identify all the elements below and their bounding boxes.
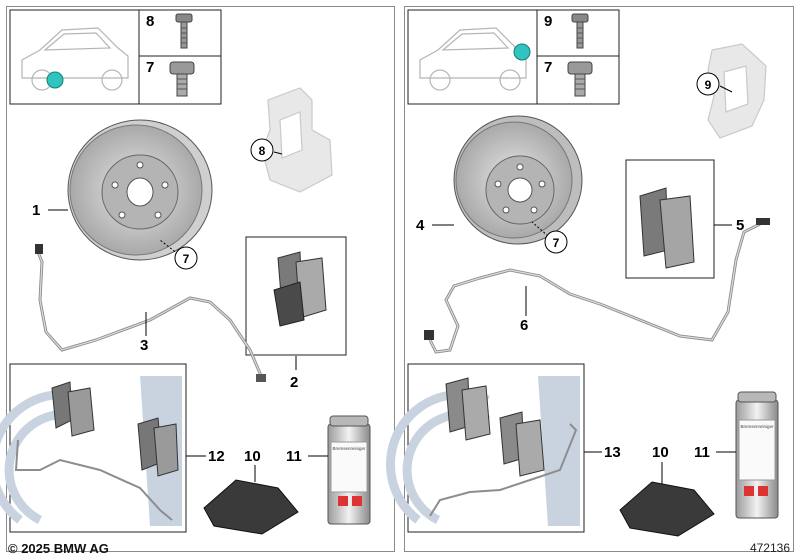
front-kit-box [0, 363, 187, 533]
callout-label: 7 [183, 252, 190, 266]
callout-label: 11 [286, 448, 302, 465]
callout-circle [250, 138, 274, 162]
callout-label: 11 [694, 444, 710, 461]
front-pad-box [245, 236, 347, 356]
callout-label: 3 [140, 337, 148, 354]
sensor-plug-icon [424, 330, 434, 340]
can-label: Bremsenreiniger [332, 446, 366, 451]
wheel-bolt-icon [169, 61, 195, 97]
bolt-icon [571, 13, 589, 49]
front-brake-disc [67, 119, 213, 261]
wheel-bolt-icon [567, 61, 593, 97]
protective-cloth [619, 481, 715, 537]
callout-label: 4 [416, 217, 425, 234]
callout-label: 1 [32, 202, 40, 219]
callout-label: 6 [520, 317, 528, 334]
callout-label: 10 [652, 444, 669, 461]
brake-cleaner-can [735, 391, 779, 519]
rear-axle-marker-icon [513, 43, 531, 61]
callout-label: 5 [736, 217, 744, 234]
car-silhouette-icon [419, 27, 527, 91]
sensor-tip-icon [756, 218, 770, 225]
caliper-carrier [261, 87, 333, 193]
callout-label: 7 [553, 236, 560, 250]
callout-circle [544, 230, 568, 254]
callout-label: 8 [259, 144, 266, 158]
front-axle-marker-icon [46, 71, 64, 89]
callout-circle [696, 72, 720, 96]
sensor-plug-icon [35, 244, 43, 254]
header-part-number: 7 [544, 59, 552, 76]
callout-label: 10 [244, 448, 261, 465]
callout-label: 9 [705, 78, 712, 92]
can-label: Bremsenreiniger [740, 424, 774, 429]
callout-circle [174, 246, 198, 270]
rear-kit-box [386, 363, 585, 533]
sensor-tip-icon [256, 374, 266, 382]
image-id: 472136 [749, 541, 790, 555]
wear-sensor-cable [36, 251, 264, 379]
callout-label: 13 [604, 444, 621, 461]
header-part-number: 8 [146, 13, 154, 30]
callout-label: 12 [208, 448, 225, 465]
rear-pad-box [625, 159, 715, 279]
brake-cleaner-can [327, 415, 371, 525]
copyright-notice: © 2025 BMW AG [8, 541, 109, 556]
callout-leaders [432, 85, 736, 484]
callout-leaders [48, 151, 328, 482]
callout-label: 2 [290, 374, 298, 391]
protective-cloth [203, 479, 299, 535]
header-part-number: 9 [544, 13, 552, 30]
rear-brake-disc [453, 115, 583, 245]
header-part-number: 7 [146, 59, 154, 76]
bolt-icon [175, 13, 193, 49]
